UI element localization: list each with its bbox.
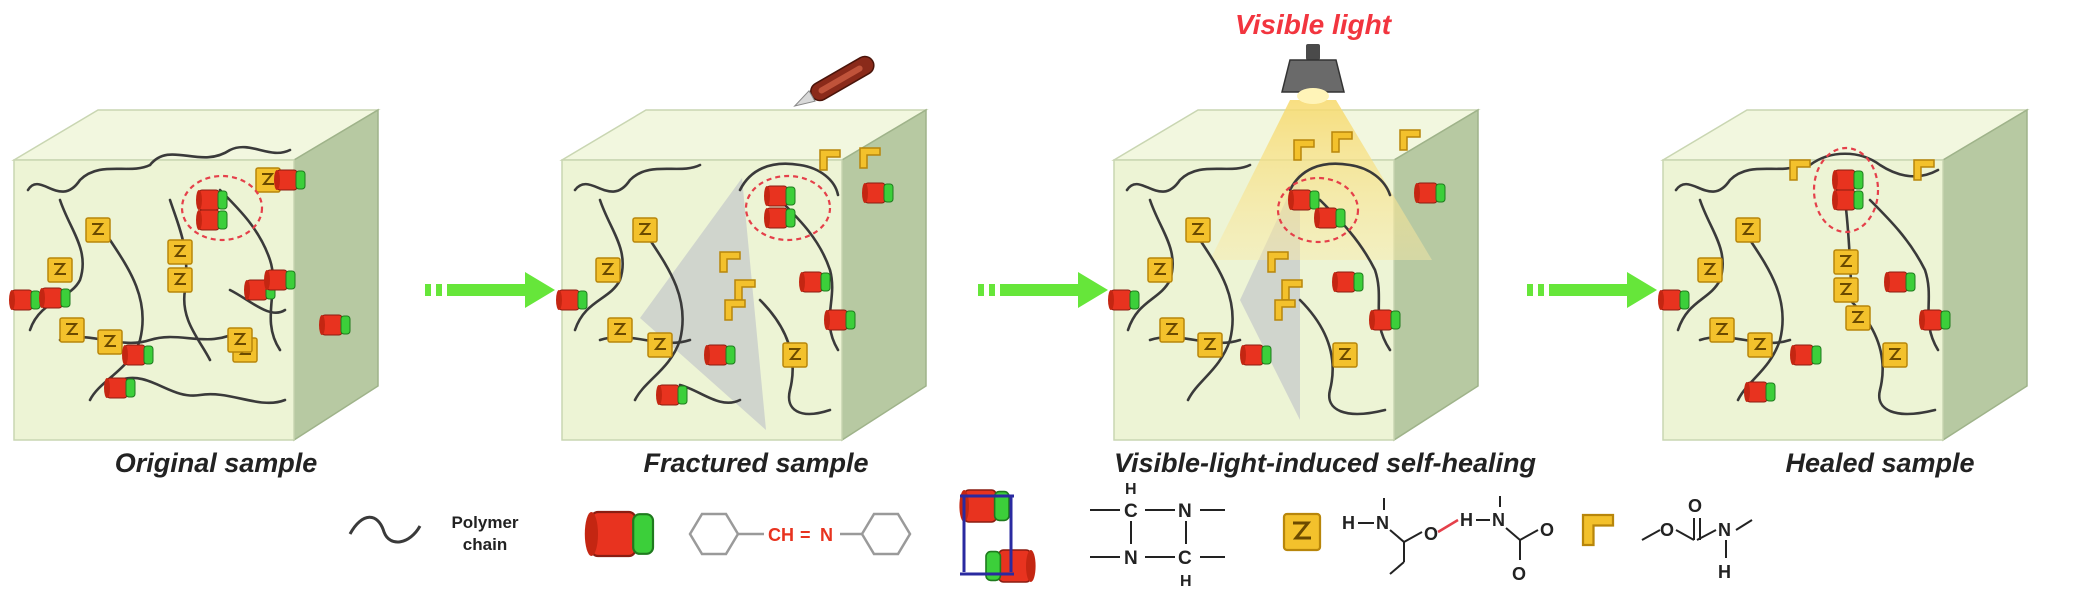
- stage-label-fractured: Fractured sample: [643, 448, 868, 478]
- imine-double-bond: =: [800, 525, 811, 545]
- ring-c-top: C: [1124, 501, 1138, 522]
- hb-o1: O: [1424, 524, 1438, 544]
- light-title: Visible light: [1235, 9, 1393, 40]
- dashed-circle: [1276, 176, 1360, 244]
- stage-label-healing: Visible-light-induced self-healing: [1114, 448, 1537, 478]
- imine-ch: CH: [768, 525, 794, 545]
- polymer-network-healing: [1125, 162, 1392, 416]
- stage-label-original: Original sample: [115, 448, 318, 478]
- legend-carbamate-structure: O O N H: [1641, 496, 1753, 582]
- hb-h1: H: [1342, 513, 1355, 533]
- legend-imine-unit: [583, 510, 655, 558]
- ring-n-top: N: [1178, 501, 1192, 522]
- scalpel-icon: [793, 55, 875, 107]
- carb-n: N: [1718, 520, 1731, 540]
- carb-o-carbonyl: O: [1688, 496, 1702, 516]
- polymer-network-original: [26, 145, 292, 405]
- fracture-plane: [640, 178, 766, 430]
- legend-polymer-chain: Polymer chain: [348, 513, 519, 554]
- hb-h2: H: [1460, 510, 1473, 530]
- arrow-1: [425, 272, 555, 308]
- dashed-circle: [744, 174, 832, 242]
- legend-diazetidine-structure: C H N N C H: [1090, 481, 1225, 590]
- hb-n1: N: [1376, 513, 1389, 533]
- imine-n: N: [820, 525, 833, 545]
- stage-label-healed: Healed sample: [1785, 448, 1974, 478]
- legend-urethane-unit: [1282, 512, 1322, 552]
- carb-h: H: [1718, 562, 1731, 582]
- legend-carbamate-unit: [1581, 513, 1615, 547]
- ring-c-bottom: C: [1178, 548, 1192, 569]
- legend-chain-label: chain: [463, 535, 507, 554]
- block-healed: [1660, 108, 2030, 442]
- light-beam: [1210, 100, 1432, 260]
- legend-polymer-label: Polymer: [451, 513, 518, 532]
- carb-o-ether: O: [1660, 520, 1674, 540]
- hb-o3: O: [1512, 564, 1526, 584]
- arrow-3: [1527, 272, 1657, 308]
- legend-imine-structure: CH = N: [688, 512, 912, 556]
- hb-o2: O: [1540, 520, 1554, 540]
- light-bulb-icon: [1281, 44, 1345, 104]
- ring-h-top: H: [1125, 481, 1137, 498]
- ring-n-bottom: N: [1124, 548, 1138, 569]
- dashed-circle: [1812, 146, 1880, 234]
- dashed-circle: [180, 174, 264, 242]
- legend-hbond-structure: H N O H N O O: [1342, 496, 1554, 584]
- ring-h-bottom: H: [1180, 573, 1192, 590]
- hb-n2: N: [1492, 510, 1505, 530]
- arrow-2: [978, 272, 1108, 308]
- legend-metathesis-unit: [958, 489, 1037, 583]
